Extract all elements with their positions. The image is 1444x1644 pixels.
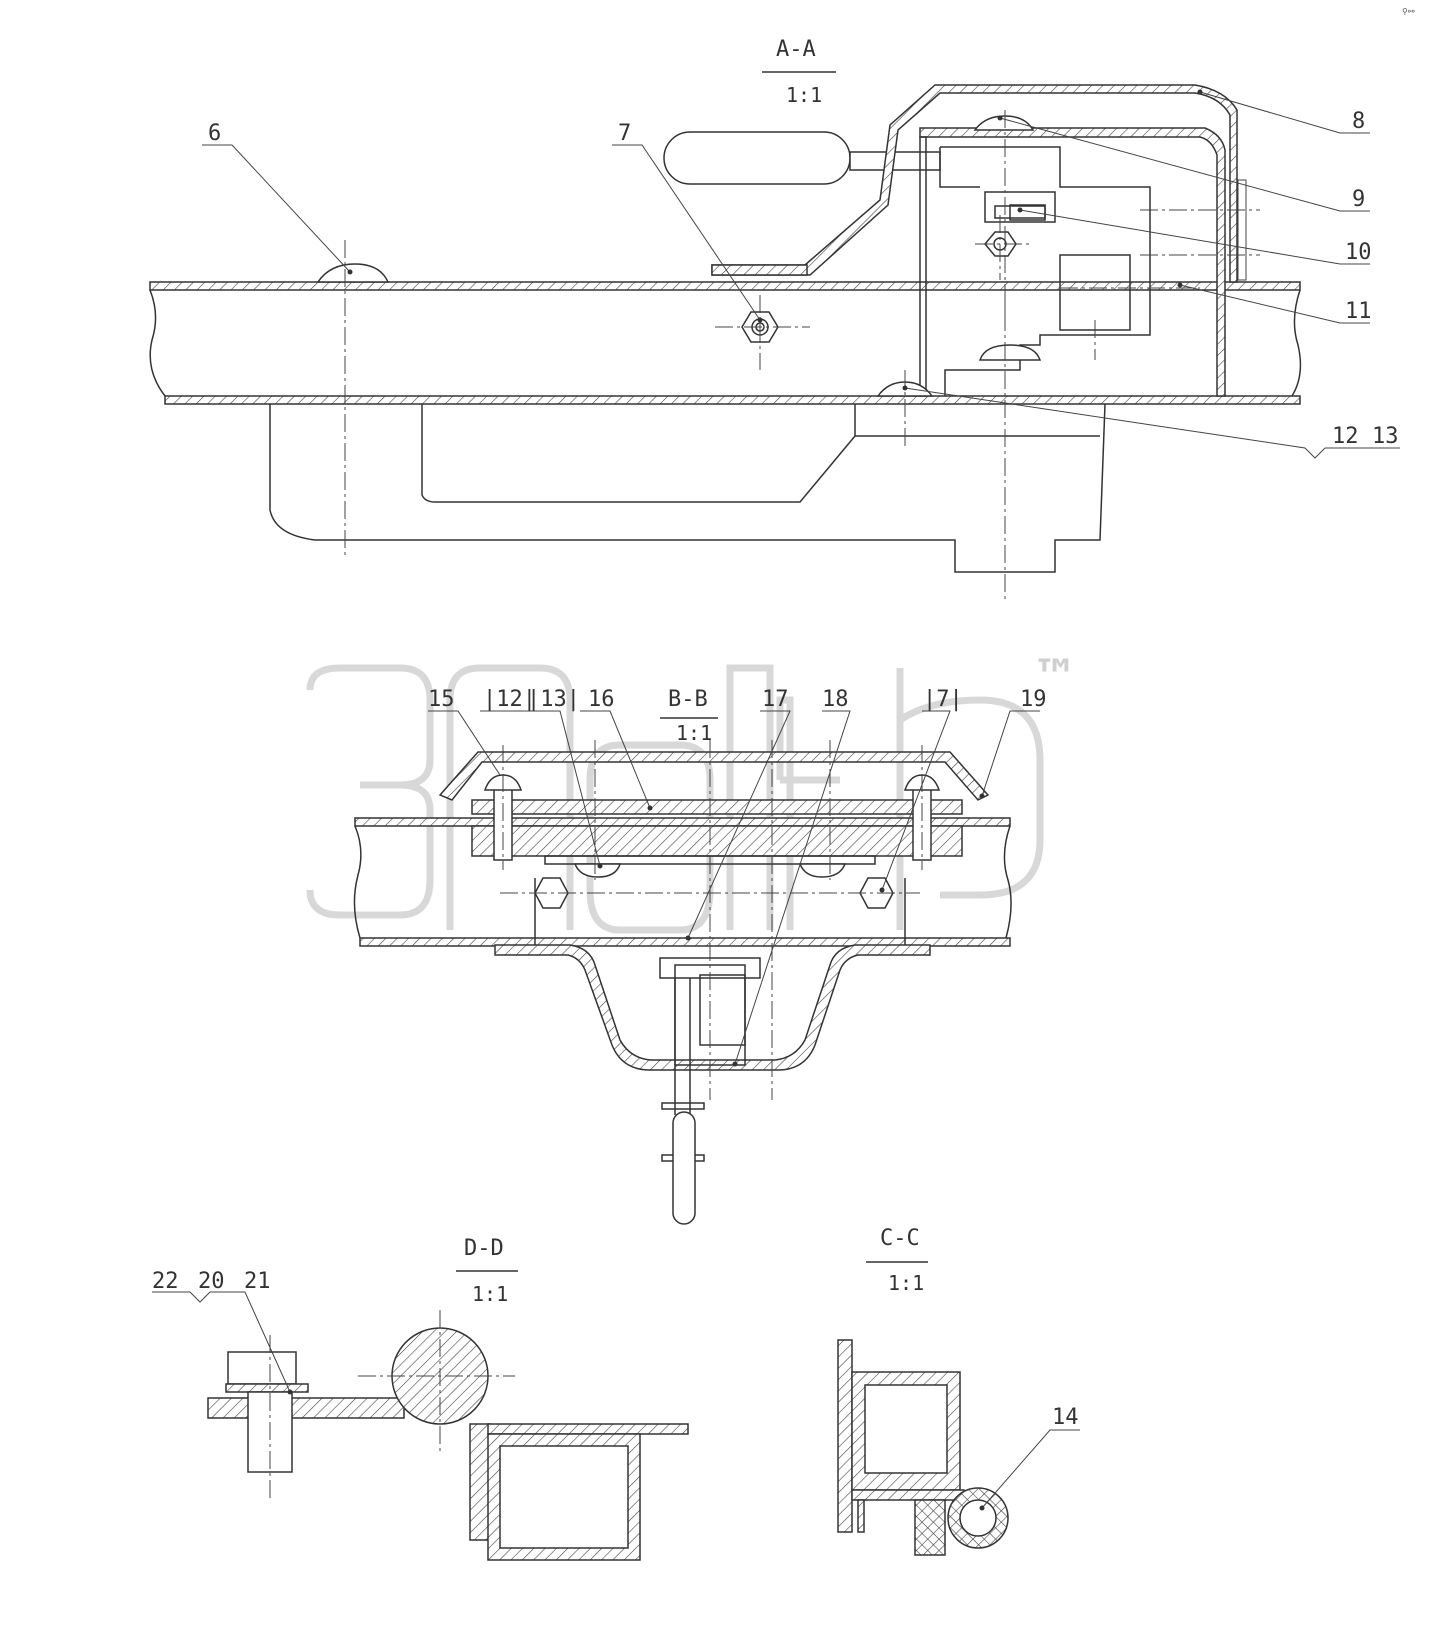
callout-7: 7 — [618, 121, 631, 146]
callout-12-ref: |12| — [483, 687, 536, 712]
section-bb-title: B-B — [668, 687, 708, 712]
callout-10: 10 — [1345, 240, 1372, 265]
section-aa-scale: 1:1 — [786, 83, 822, 107]
screw-head — [978, 344, 1042, 361]
section-bb-scale: 1:1 — [676, 721, 712, 745]
section-cc-scale: 1:1 — [888, 1271, 924, 1295]
callout-22: 22 — [152, 1269, 179, 1294]
tube-top-wall — [149, 281, 1301, 291]
callout-21: 21 — [244, 1269, 271, 1294]
callout-12: 12 — [1332, 424, 1359, 449]
callout-11: 11 — [1345, 299, 1372, 324]
tube-bottom-wall — [164, 395, 1301, 405]
callout-8: 8 — [1352, 109, 1365, 134]
callout-16: 16 — [588, 687, 615, 712]
callout-13-ref: |13| — [527, 687, 580, 712]
corner-link-icon: ⚲⚯ — [1402, 7, 1415, 16]
section-cc: C-C 1:1 14 — [837, 1226, 1080, 1556]
section-bb: B-B 1:1 — [353, 687, 1047, 1225]
handle-grip — [663, 131, 851, 185]
section-dd-scale: 1:1 — [472, 1282, 508, 1306]
callout-18: 18 — [822, 687, 849, 712]
section-aa-title: A-A — [776, 37, 816, 62]
watermark-tm: ™ — [1032, 649, 1078, 703]
watermark-logo: ™ — [306, 649, 1078, 934]
cover-part-8 — [711, 84, 1238, 283]
seal-profile-14 — [914, 1499, 946, 1556]
section-cc-title: C-C — [880, 1226, 920, 1251]
callout-9: 9 — [1352, 187, 1365, 212]
callout-6: 6 — [208, 121, 221, 146]
callout-7-ref: |7| — [923, 687, 963, 712]
callout-14: 14 — [1052, 1405, 1079, 1430]
callout-20: 20 — [198, 1269, 225, 1294]
callout-19: 19 — [1020, 687, 1047, 712]
section-aa: A-A 1:1 — [149, 37, 1400, 600]
callout-15: 15 — [428, 687, 455, 712]
section-dd: D-D 1:1 22 20 21 — [152, 1236, 689, 1561]
callout-13: 13 — [1372, 424, 1399, 449]
section-dd-title: D-D — [464, 1236, 504, 1261]
callout-17: 17 — [762, 687, 789, 712]
